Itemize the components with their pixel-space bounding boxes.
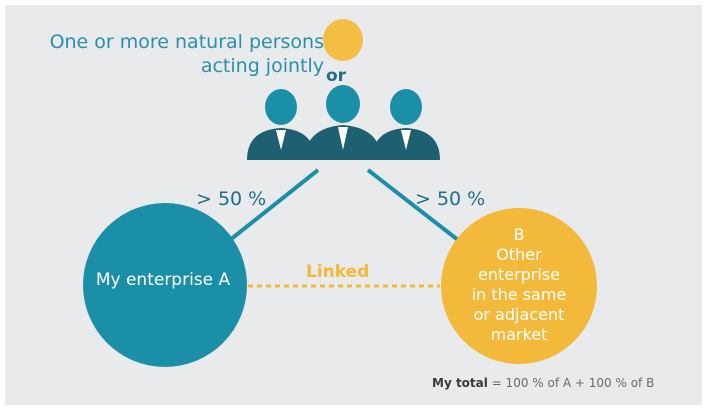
enterprise-b-line: Other: [496, 245, 542, 264]
enterprise-b-line: B: [513, 225, 525, 244]
natural-persons-title: One or more natural persons acting joint…: [24, 30, 324, 78]
or-label: or: [326, 66, 347, 86]
enterprise-b-line: enterprise: [477, 265, 561, 284]
enterprise-b-line: market: [490, 325, 548, 344]
link-line-to-a: [228, 168, 320, 242]
enterprise-b-line: or adjacent: [473, 305, 565, 324]
left-percent-label: > 50 %: [196, 188, 267, 210]
single-person-icon: [323, 19, 363, 61]
persons-title-line1: One or more natural persons: [49, 31, 324, 53]
three-persons-icon: [247, 85, 440, 160]
right-percent-label: > 50 %: [415, 188, 486, 210]
linked-label: Linked: [306, 262, 370, 282]
enterprise-b-line: in the same: [471, 285, 567, 304]
persons-title-line2: acting jointly: [200, 55, 324, 77]
footnote-bold: My total: [432, 376, 488, 390]
total-footnote: My total = 100 % of A + 100 % of B: [432, 376, 654, 390]
enterprise-b-circle: [441, 208, 597, 364]
enterprise-a-circle: [83, 203, 247, 367]
link-line-to-b: [366, 168, 460, 242]
enterprise-a-label: My enterprise A: [95, 270, 231, 290]
enterprise-b-label: B Other enterprise in the same or adjace…: [444, 218, 594, 352]
footnote-rest: = 100 % of A + 100 % of B: [487, 376, 655, 390]
